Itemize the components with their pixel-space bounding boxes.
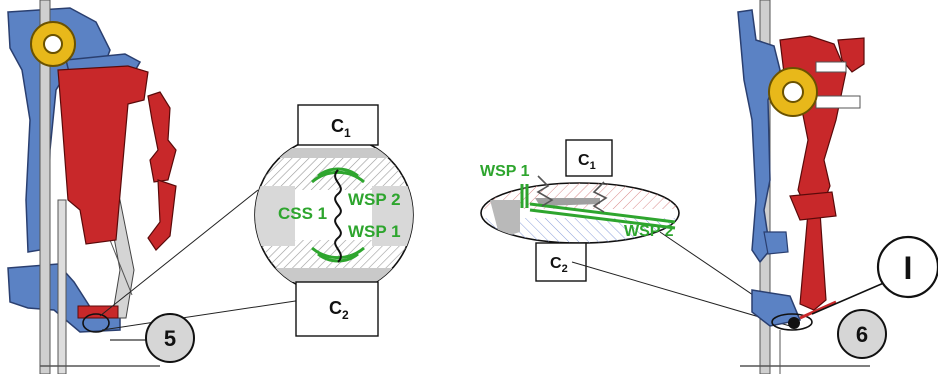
- marker-5: 5: [145, 313, 195, 363]
- left-red-plate: [57, 65, 149, 245]
- right-c1-box: C1: [565, 139, 613, 177]
- svg-text:5: 5: [164, 326, 176, 351]
- right-detail-zoom: C1 C2 WSP 1 WSP 2: [480, 139, 680, 282]
- right-red-tab: [837, 37, 865, 73]
- svg-text:C2: C2: [550, 255, 568, 275]
- right-clutch-section: [737, 0, 870, 374]
- right-c2-box: C2: [535, 242, 587, 282]
- spring-icon: [334, 169, 342, 263]
- left-clutch-section: [7, 0, 177, 374]
- right-housing-lower: [751, 289, 802, 327]
- svg-text:I: I: [904, 250, 913, 286]
- right-wsp1-label: WSP 1: [480, 163, 530, 180]
- left-c1-box: C1: [297, 104, 379, 146]
- right-wsp2-label: WSP 2: [624, 223, 674, 240]
- ball-icon: [788, 317, 800, 329]
- left-shaft: [39, 0, 51, 374]
- right-housing-mid: [763, 231, 789, 255]
- left-red-disc: [147, 91, 177, 183]
- right-housing: [737, 9, 781, 264]
- svg-text:C2: C2: [329, 298, 349, 322]
- marker-I: I: [811, 235, 938, 315]
- left-wsp1-label: WSP 1: [348, 222, 401, 241]
- right-detail-marker: [771, 313, 813, 331]
- left-detail-zoom: C1 C2 CSS 1 WSP 2 WSP 1: [254, 104, 414, 337]
- css1-label: CSS 1: [278, 204, 327, 223]
- left-detail-marker: [82, 313, 110, 333]
- svg-text:6: 6: [856, 322, 868, 347]
- left-red-spring: [147, 179, 177, 251]
- svg-text:C1: C1: [331, 116, 351, 140]
- right-red-block: [789, 191, 837, 221]
- left-red-rivet: [77, 305, 119, 319]
- left-shaft-2: [57, 199, 67, 374]
- left-c2-box: C2: [295, 281, 379, 337]
- left-wsp2-label: WSP 2: [348, 190, 401, 209]
- marker-6: 6: [837, 309, 887, 359]
- svg-text:C1: C1: [578, 152, 596, 172]
